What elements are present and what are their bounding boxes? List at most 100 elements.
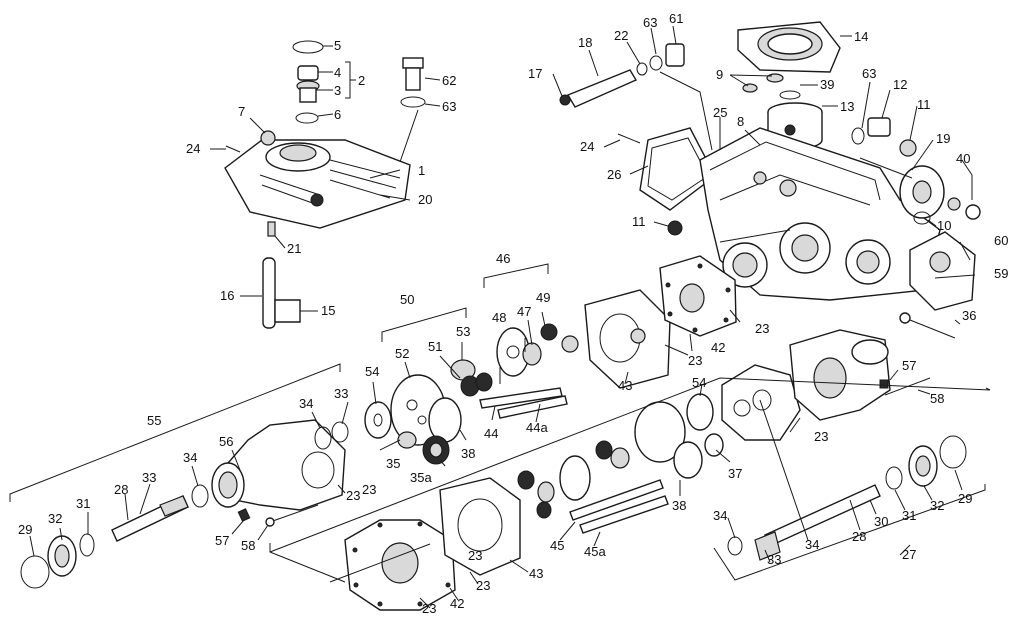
callout-38: 38 — [672, 498, 686, 513]
callout-48: 48 — [492, 310, 506, 325]
callout-23: 23 — [362, 482, 376, 497]
callout-45a: 45a — [584, 544, 606, 559]
callout-43: 43 — [529, 566, 543, 581]
callout-43: 43 — [618, 378, 632, 393]
callout-15: 15 — [321, 303, 335, 318]
callout-63: 63 — [643, 15, 657, 30]
callout-32: 32 — [48, 511, 62, 526]
callout-50: 50 — [400, 292, 414, 307]
right-axle-assembly — [721, 329, 967, 561]
callout-23: 23 — [755, 321, 769, 336]
callout-55: 55 — [147, 413, 161, 428]
callout-2: 2 — [358, 73, 365, 88]
callout-57: 57 — [215, 533, 229, 548]
callout-33: 33 — [767, 552, 781, 567]
callout-5: 5 — [334, 38, 341, 53]
callout-61: 61 — [669, 11, 683, 26]
gear-cluster-upper — [364, 255, 737, 465]
callout-34: 34 — [713, 508, 727, 523]
left-axle-assembly — [20, 419, 349, 589]
callout-9: 9 — [716, 67, 723, 82]
callout-17: 17 — [528, 66, 542, 81]
callout-23: 23 — [688, 353, 702, 368]
callout-46: 46 — [496, 251, 510, 266]
callout-35: 35 — [386, 456, 400, 471]
callout-54: 54 — [365, 364, 379, 379]
callout-39: 39 — [820, 77, 834, 92]
callout-40: 40 — [956, 151, 970, 166]
callout-21: 21 — [287, 241, 301, 256]
callout-1: 1 — [418, 163, 425, 178]
callout-13: 13 — [840, 99, 854, 114]
callout-23: 23 — [814, 429, 828, 444]
callout-62: 62 — [442, 73, 456, 88]
callout-44a: 44a — [526, 420, 548, 435]
callout-59: 59 — [994, 266, 1008, 281]
leader-lines — [9, 25, 991, 609]
callout-37: 37 — [728, 466, 742, 481]
callout-28: 28 — [852, 529, 866, 544]
callout-20: 20 — [418, 192, 432, 207]
callout-34: 34 — [299, 396, 313, 411]
cover-assembly — [224, 40, 426, 329]
callout-3: 3 — [334, 83, 341, 98]
callout-52: 52 — [395, 346, 409, 361]
callout-26: 26 — [607, 167, 621, 182]
callout-18: 18 — [578, 35, 592, 50]
callout-labels: 5 4 3 2 6 62 63 7 24 1 20 21 16 15 17 18… — [18, 11, 1008, 616]
callout-45: 45 — [550, 538, 564, 553]
callout-8: 8 — [737, 114, 744, 129]
gear-cluster-lower — [344, 393, 724, 611]
callout-14: 14 — [854, 29, 868, 44]
callout-63: 63 — [442, 99, 456, 114]
main-housing-assembly — [559, 21, 981, 339]
callout-49: 49 — [536, 290, 550, 305]
callout-23: 23 — [346, 488, 360, 503]
callout-6: 6 — [334, 107, 341, 122]
callout-10: 10 — [937, 218, 951, 233]
callout-34: 34 — [183, 450, 197, 465]
callout-11: 11 — [632, 214, 646, 229]
callout-57: 57 — [902, 358, 916, 373]
callout-12: 12 — [893, 77, 907, 92]
callout-23: 23 — [468, 548, 482, 563]
callout-38: 38 — [461, 446, 475, 461]
callout-44: 44 — [484, 426, 498, 441]
callout-24: 24 — [186, 141, 200, 156]
callout-7: 7 — [238, 104, 245, 119]
callout-23: 23 — [476, 578, 490, 593]
callout-19: 19 — [936, 131, 950, 146]
callout-34: 34 — [805, 537, 819, 552]
callout-63: 63 — [862, 66, 876, 81]
callout-30: 30 — [874, 514, 888, 529]
callout-58: 58 — [241, 538, 255, 553]
callout-53: 53 — [456, 324, 470, 339]
callout-31: 31 — [902, 508, 916, 523]
callout-25: 25 — [713, 105, 727, 120]
callout-56: 56 — [219, 434, 233, 449]
callout-58: 58 — [930, 391, 944, 406]
callout-36: 36 — [962, 308, 976, 323]
callout-32: 32 — [930, 498, 944, 513]
callout-33: 33 — [334, 386, 348, 401]
callout-33: 33 — [142, 470, 156, 485]
callout-11: 11 — [917, 97, 931, 112]
callout-27: 27 — [902, 547, 916, 562]
callout-60: 60 — [994, 233, 1008, 248]
callout-47: 47 — [517, 304, 531, 319]
callout-35a: 35a — [410, 470, 432, 485]
callout-31: 31 — [76, 496, 90, 511]
callout-28: 28 — [114, 482, 128, 497]
callout-29: 29 — [18, 522, 32, 537]
callout-54: 54 — [692, 375, 706, 390]
callout-24: 24 — [580, 139, 594, 154]
callout-16: 16 — [220, 288, 234, 303]
callout-42: 42 — [711, 340, 725, 355]
callout-4: 4 — [334, 65, 341, 80]
callout-29: 29 — [958, 491, 972, 506]
callout-42: 42 — [450, 596, 464, 611]
callout-51: 51 — [428, 339, 442, 354]
callout-23: 23 — [422, 601, 436, 616]
callout-22: 22 — [614, 28, 628, 43]
